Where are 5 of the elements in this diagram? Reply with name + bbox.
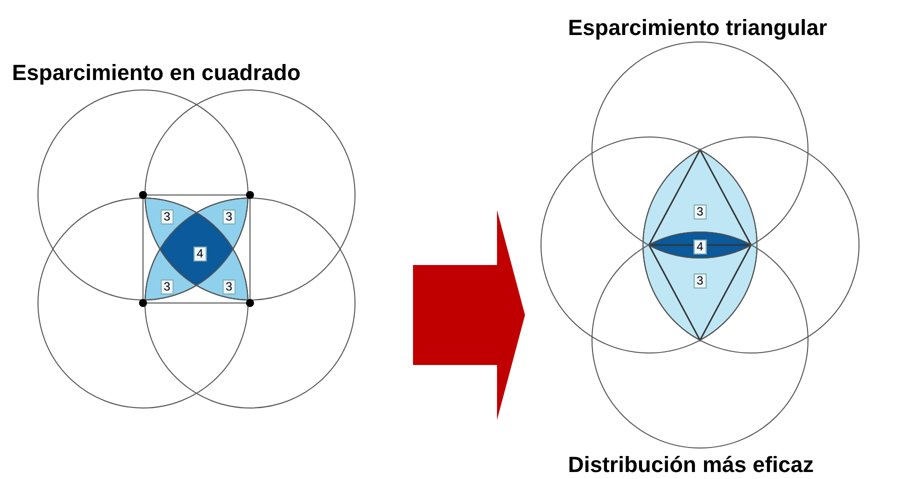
coverage-count: 3 bbox=[694, 274, 706, 288]
arrow bbox=[413, 210, 525, 420]
node-label: Esparcimiento triangular bbox=[568, 15, 828, 41]
node-caption: Distribución más eficaz bbox=[568, 452, 814, 478]
node-label: Esparcimiento en cuadrado bbox=[12, 60, 301, 86]
